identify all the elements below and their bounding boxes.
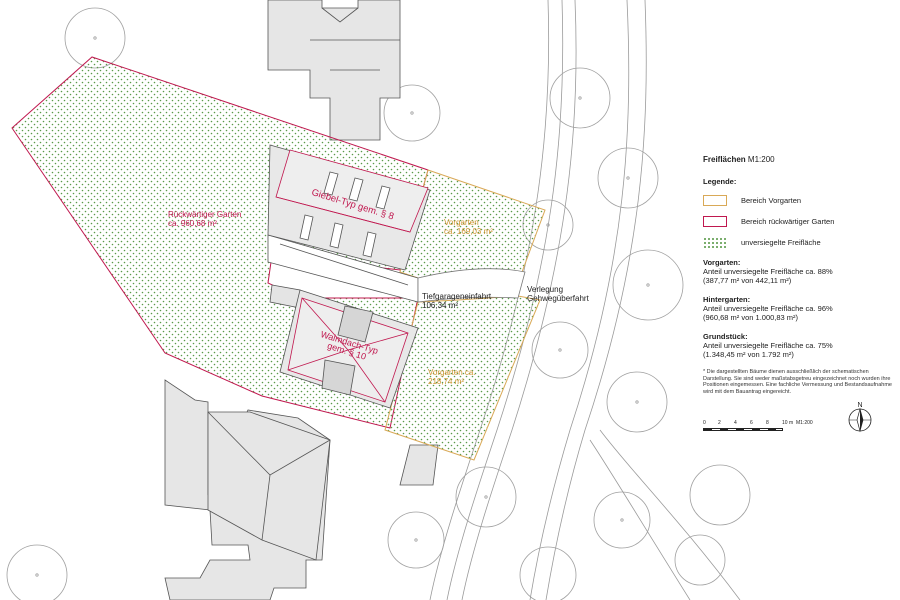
- red-outline-swatch-icon: [703, 215, 727, 227]
- front-garden-north-label: Vorgarten ca. 169,03 m²: [444, 218, 493, 236]
- driveway: [267, 234, 526, 303]
- scale-tick: 6: [750, 420, 753, 426]
- scale-tick: 8: [766, 420, 769, 426]
- scale-tick: 10 m: [782, 420, 794, 426]
- scale-tick: 0: [703, 420, 706, 426]
- neighbour-buildings: [164, 0, 439, 600]
- svg-text:N: N: [857, 402, 862, 409]
- scale-bar: 0 2 4 6 8 10 m M1:200: [703, 420, 813, 440]
- north-arrow-icon: N: [848, 402, 872, 433]
- driveway-relocation-label: Verlegung Gehwegüberfahrt: [527, 285, 589, 303]
- legend-item-back-garden: Bereich rückwärtiger Garten: [703, 215, 893, 227]
- stat-plot: Grundstück: Anteil unversiegelte Freiflä…: [703, 332, 833, 359]
- front-garden-south-area: [384, 295, 541, 461]
- legend-panel: Freiflächen M1:200 Legende: Bereich Vorg…: [703, 155, 893, 395]
- tree-symbols: [6, 7, 751, 600]
- legend-item-unsealed: unversiegelte Freifläche: [703, 236, 893, 248]
- legend-heading: Legende:: [703, 177, 737, 186]
- stat-back-garden: Hintergarten: Anteil unversiegelte Freif…: [703, 295, 833, 322]
- scale-tick: 2: [718, 420, 721, 426]
- building-hip-type: [269, 284, 419, 409]
- scale-bar-graphic: [703, 428, 783, 431]
- legend-title: Freiflächen M1:200: [703, 155, 775, 164]
- road-lines: [429, 0, 741, 600]
- orange-outline-swatch-icon: [703, 194, 727, 206]
- building-gable-type: [267, 144, 431, 271]
- stat-front-garden: Vorgarten: Anteil unversiegelte Freifläc…: [703, 258, 833, 285]
- scale-tick: 4: [734, 420, 737, 426]
- front-garden-south-label: Vorgarten ca. 218,74 m²: [428, 368, 476, 386]
- garage-entrance-label: Tiefgarageneinfahrt 106,34 m²: [422, 292, 492, 310]
- scale-tick: M1:200: [796, 420, 813, 426]
- back-garden-label: Rückwärtiger Garten ca. 960,68 m²: [168, 210, 242, 228]
- north-arrow: N: [846, 400, 874, 434]
- green-dots-swatch-icon: [703, 236, 727, 248]
- legend-footnote: * Die dargestellten Bäume dienen ausschl…: [703, 369, 892, 395]
- legend-item-front-garden: Bereich Vorgarten: [703, 194, 893, 206]
